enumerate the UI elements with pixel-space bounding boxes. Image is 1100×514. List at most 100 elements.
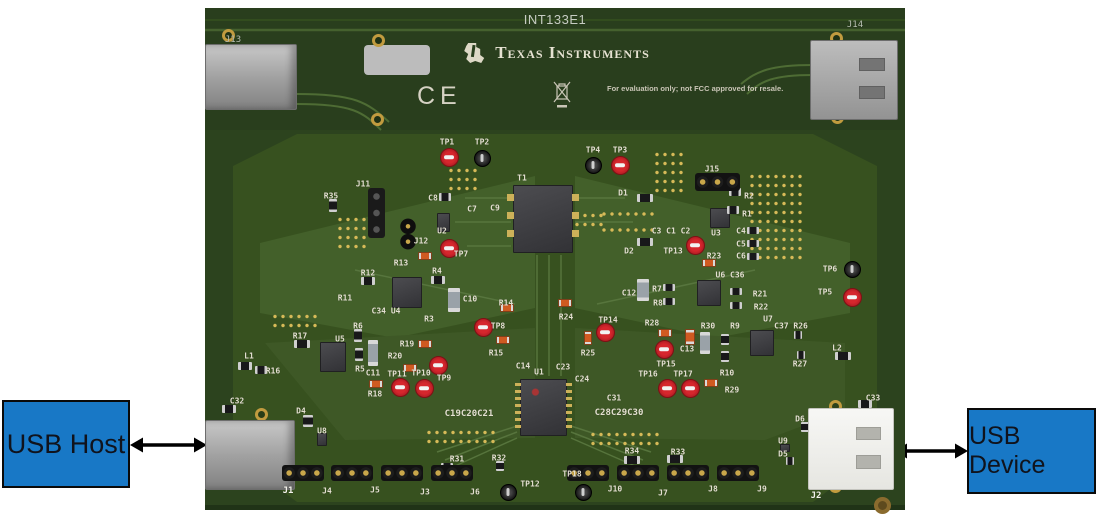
R24-resistor (558, 299, 572, 307)
R1-resistor (727, 206, 739, 214)
R8-resistor (663, 297, 675, 305)
silkscreen-label-R16: R16 (265, 366, 281, 376)
TP14-testpoint (595, 322, 615, 342)
C32-capacitor (222, 405, 236, 413)
silkscreen-label-C33: C33 (865, 393, 881, 403)
silkscreen-label-R29: R29 (724, 385, 740, 395)
silkscreen-label-C31: C31 (606, 393, 622, 403)
R20-resistor (403, 364, 417, 372)
silkscreen-label-C14: C14 (515, 361, 531, 371)
usb-host-label: USB Host (6, 428, 126, 459)
silkscreen-label-R2: R2 (744, 191, 754, 201)
silkscreen-label-C7: C7 (467, 204, 477, 214)
C11-capacitor (368, 340, 378, 366)
C4-capacitor (747, 226, 759, 234)
silkscreen-label-R17: R17 (292, 331, 308, 341)
R14-resistor (500, 304, 514, 312)
silkscreen-band: INT133E1 Texas Instruments CE For evalua… (205, 8, 905, 510)
D4-diode (303, 415, 313, 427)
silkscreen-label-R10: R10 (719, 368, 735, 378)
silkscreen-label-TP4: TP4 (585, 145, 601, 155)
silkscreen-label-R34: R34 (624, 446, 640, 456)
copper-pad (873, 496, 891, 514)
silkscreen-label-R7: R7 (652, 284, 662, 294)
silkscreen-label-TP18: TP18 (562, 469, 582, 479)
silkscreen-label-R23: R23 (706, 251, 722, 261)
TP8-testpoint (473, 317, 493, 337)
R18-resistor (369, 380, 383, 388)
R19-resistor (418, 340, 432, 348)
silkscreen-label-D4: D4 (296, 406, 306, 416)
silkscreen-label-J1: J1 (282, 486, 294, 496)
solder-pad-grid (653, 149, 685, 195)
silkscreen-label-C37-R26: C37 R26 (774, 321, 808, 331)
silkscreen-label-C3-C1-C2: C3 C1 C2 (651, 226, 691, 236)
U5-ic (320, 342, 346, 372)
silkscreen-label-J15: J15 (704, 164, 720, 174)
silkscreen-label-C6: C6 (736, 251, 746, 261)
J10-jumper (567, 465, 609, 481)
silkscreen-label-TP12: TP12 (520, 479, 540, 489)
silkscreen-label-R22: R22 (753, 302, 769, 312)
C33-capacitor (858, 400, 872, 408)
brand-text: Texas Instruments (495, 43, 650, 62)
TP1-testpoint (439, 147, 459, 167)
TP9-testpoint (428, 355, 448, 375)
weee-bin-icon (553, 81, 571, 108)
TP12-testpoint (499, 483, 517, 501)
bidirectional-arrow-device (894, 443, 968, 459)
silkscreen-label-R1: R1 (742, 209, 752, 219)
R6-resistor (354, 328, 362, 342)
silkscreen-label-TP11: TP11 (387, 369, 407, 379)
ti-logo-icon (464, 43, 485, 63)
TP6-testpoint (843, 260, 861, 278)
silkscreen-label-L1: L1 (244, 351, 254, 361)
silkscreen-label-J13: J13 (224, 35, 242, 45)
D2-diode (637, 238, 653, 246)
U2-ic (436, 212, 450, 232)
silkscreen-label-TP5: TP5 (817, 287, 833, 297)
silkscreen-label-R12: R12 (360, 268, 376, 278)
silkscreen-label-R21: R21 (752, 289, 768, 299)
silkscreen-label-C4: C4 (736, 226, 746, 236)
R34-resistor (624, 456, 640, 464)
R32-resistor (496, 461, 504, 471)
silkscreen-label-J10: J10 (607, 484, 623, 494)
R16-resistor (255, 366, 267, 374)
silkscreen-label-C5: C5 (736, 239, 746, 249)
J11-header (367, 188, 385, 238)
silkscreen-label-D6: D6 (795, 414, 805, 424)
silkscreen-label-TP7: TP7 (453, 249, 469, 259)
TP15-testpoint (654, 339, 674, 359)
silkscreen-label-C12: C12 (621, 288, 637, 298)
silkscreen-label-R27: R27 (792, 359, 808, 369)
TP3-testpoint (610, 155, 630, 175)
silkscreen-label-R8: R8 (653, 298, 663, 308)
silkscreen-label-R18: R18 (367, 389, 383, 399)
silkscreen-label-R14: R14 (498, 298, 514, 308)
silkscreen-label-TP10: TP10 (411, 368, 431, 378)
R33-resistor (667, 455, 683, 463)
R28-resistor (658, 329, 672, 337)
silkscreen-label-C19C20C21: C19C20C21 (444, 409, 494, 419)
component-layer (205, 8, 905, 514)
silkscreen-label-R11: R11 (337, 293, 353, 303)
L1-inductor (238, 362, 252, 370)
silkscreen-label-J14: J14 (846, 20, 864, 30)
solder-pad-grid (425, 428, 497, 446)
silkscreen-label-R35: R35 (323, 191, 339, 201)
silkscreen-label-J8: J8 (708, 484, 718, 494)
C10-capacitor (448, 288, 460, 312)
T1-transformer (507, 185, 579, 253)
silkscreen-label-R9: R9 (730, 321, 740, 331)
silkscreen-label-C34-U4: C34 U4 (371, 306, 401, 316)
silkscreen-label-D1: D1 (618, 188, 628, 198)
silkscreen-label-R3: R3 (424, 314, 434, 324)
R15-resistor (496, 336, 510, 344)
silkscreen-label-J12: J12 (413, 236, 429, 246)
R4-resistor (431, 276, 445, 284)
R23-resistor (702, 259, 716, 267)
silkscreen-label-R28: R28 (644, 318, 660, 328)
silkscreen-label-C11: C11 (365, 368, 381, 378)
